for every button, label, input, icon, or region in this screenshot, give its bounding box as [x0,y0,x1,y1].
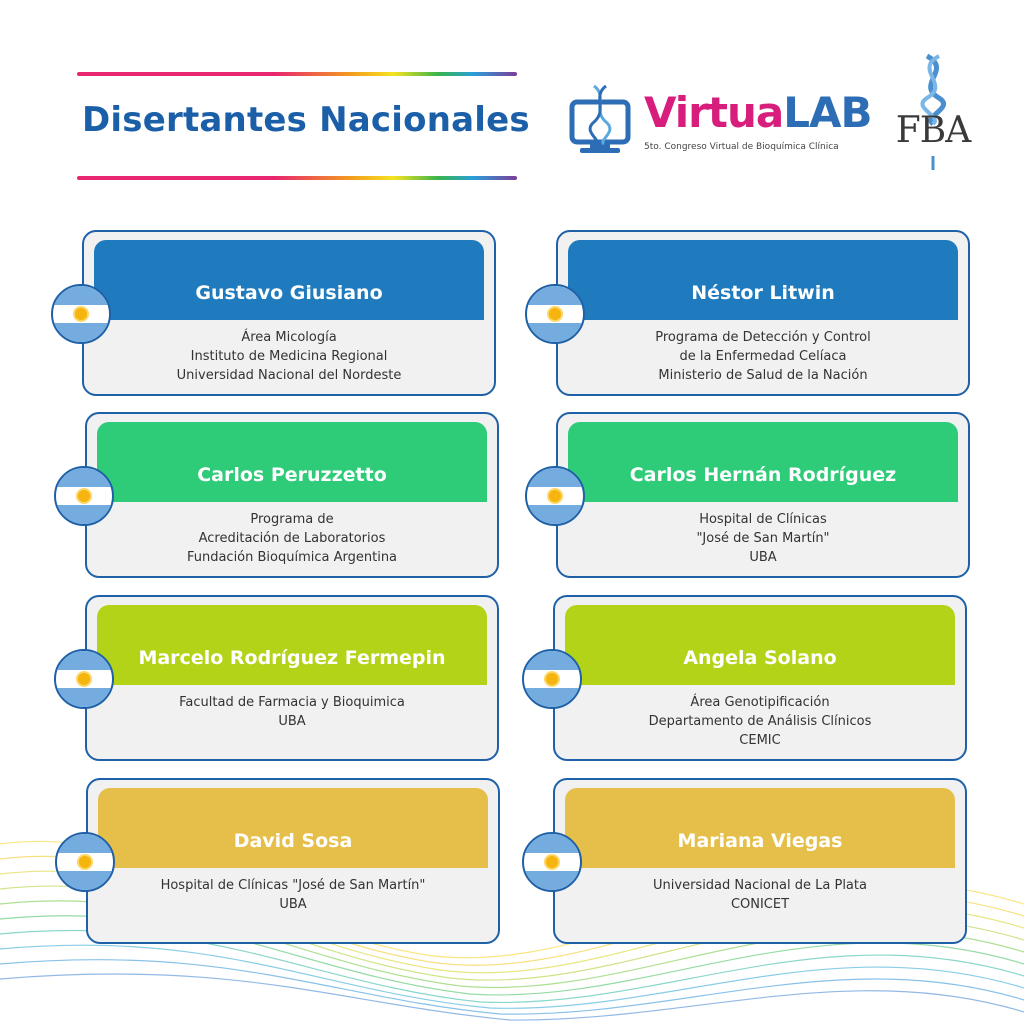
speaker-card-fermepin: Marcelo Rodríguez Fermepin Facultad de F… [54,595,499,761]
argentina-flag-icon [522,649,582,709]
fba-wordmark: FBA [895,110,971,151]
argentina-flag-icon [54,649,114,709]
fba-logo: FBA [893,52,973,172]
speaker-affiliation: Hospital de Clínicas "José de San Martín… [160,878,426,912]
speaker-card-viegas: Mariana Viegas Universidad Nacional de L… [522,778,967,944]
page-title: Disertantes Nacionales [82,100,530,140]
speaker-name: Gustavo Giusiano [195,282,383,304]
card-header [97,605,487,685]
card-header [565,605,955,685]
speaker-name: Carlos Peruzzetto [197,464,387,486]
card-header [94,240,484,320]
speaker-card-litwin: Néstor Litwin Programa de Detección y Co… [525,230,970,396]
speaker-card-rodriguez: Carlos Hernán Rodríguez Hospital de Clín… [525,412,970,578]
speaker-affiliation: Hospital de Clínicas"José de San Martín"… [696,512,830,565]
bottom-rule [77,176,517,180]
card-header [565,788,955,868]
card-header [97,422,487,502]
card-header [98,788,488,868]
argentina-flag-icon [525,284,585,344]
argentina-flag-icon [525,466,585,526]
speaker-name: Néstor Litwin [691,282,835,304]
logo-wordmark: VirtuaLAB [644,88,872,137]
speaker-card-sosa: David Sosa Hospital de Clínicas "José de… [55,778,500,944]
speaker-name: Mariana Viegas [677,830,843,852]
speaker-name: Angela Solano [683,647,837,669]
dna-helix-icon [920,53,947,170]
card-header [568,422,958,502]
speaker-name: Marcelo Rodríguez Fermepin [138,647,446,669]
speaker-name: David Sosa [233,830,353,852]
virtualab-logo: VirtuaLAB 5to. Congreso Virtual de Bioqu… [568,82,872,162]
argentina-flag-icon [51,284,111,344]
top-rule [77,72,517,76]
monitor-dna-icon [569,84,631,153]
argentina-flag-icon [54,466,114,526]
argentina-flag-icon [55,832,115,892]
logo-subtitle: 5to. Congreso Virtual de Bioquímica Clín… [644,142,839,152]
card-header [568,240,958,320]
argentina-flag-icon [522,832,582,892]
speaker-name: Carlos Hernán Rodríguez [629,464,897,486]
